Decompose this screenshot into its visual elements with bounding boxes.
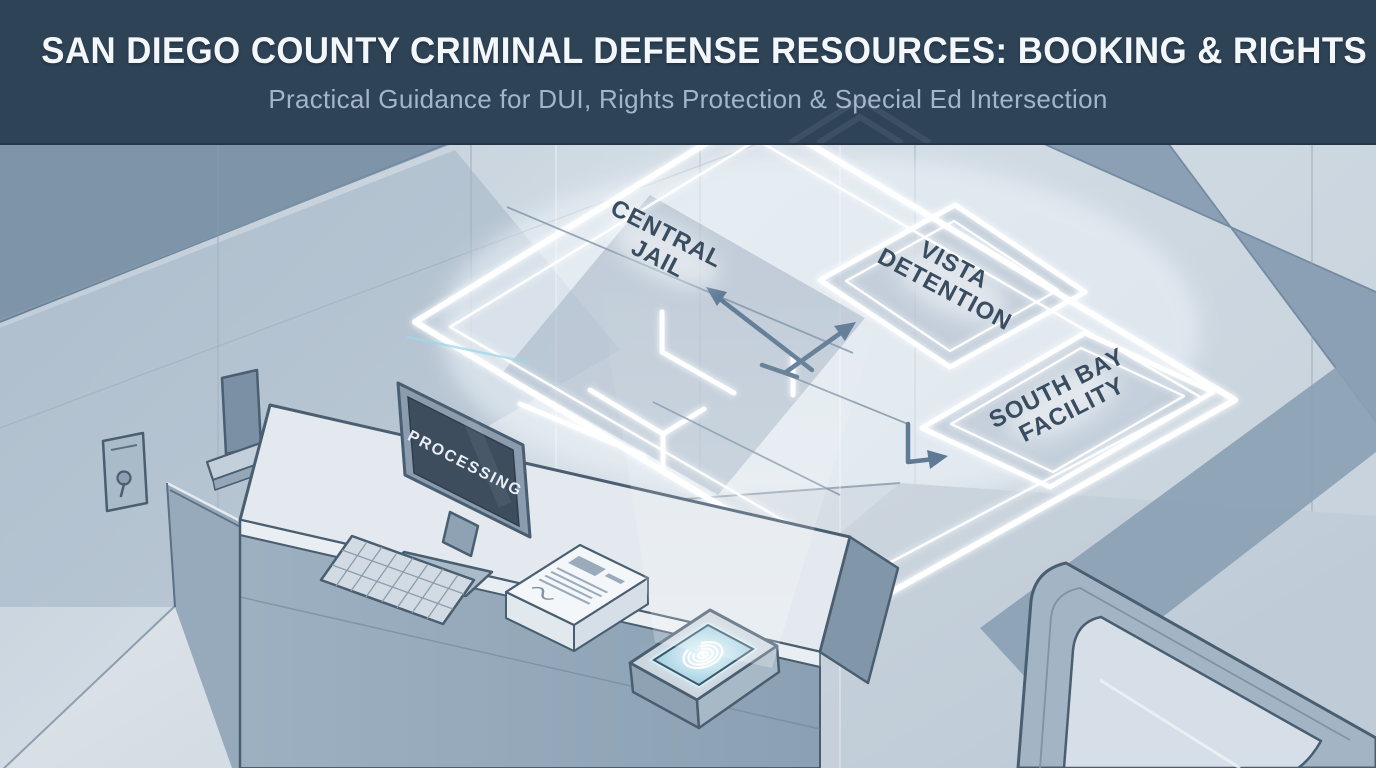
- lower-left-wall: [0, 150, 620, 607]
- keyboard-keys: [331, 541, 465, 620]
- wall-band-edge-top: [1041, 142, 1376, 293]
- paper-stack: [504, 543, 650, 652]
- monitor-stand: [441, 510, 480, 558]
- access-control-panel: [101, 431, 149, 513]
- banner-watermark-chevron: [788, 95, 932, 143]
- wall-sign: [220, 368, 263, 456]
- keyhole-icon: [116, 470, 132, 498]
- page-title: SAN DIEGO COUNTY CRIMINAL DEFENSE RESOUR…: [41, 30, 1368, 71]
- desk-keyboard: [319, 534, 476, 626]
- projection-beam: [600, 292, 880, 668]
- doorway-frame: [1016, 561, 1376, 768]
- desk-right-side: [818, 535, 900, 685]
- room-label-glows: [611, 216, 1118, 439]
- arrow-to-south-bay: [905, 421, 937, 465]
- document-text-lines: [531, 555, 626, 605]
- page-subtitle: Practical Guidance for DUI, Rights Prote…: [268, 84, 1108, 114]
- header-banner: SAN DIEGO COUNTY CRIMINAL DEFENSE RESOUR…: [0, 0, 1376, 145]
- monitor-screen: [407, 395, 520, 528]
